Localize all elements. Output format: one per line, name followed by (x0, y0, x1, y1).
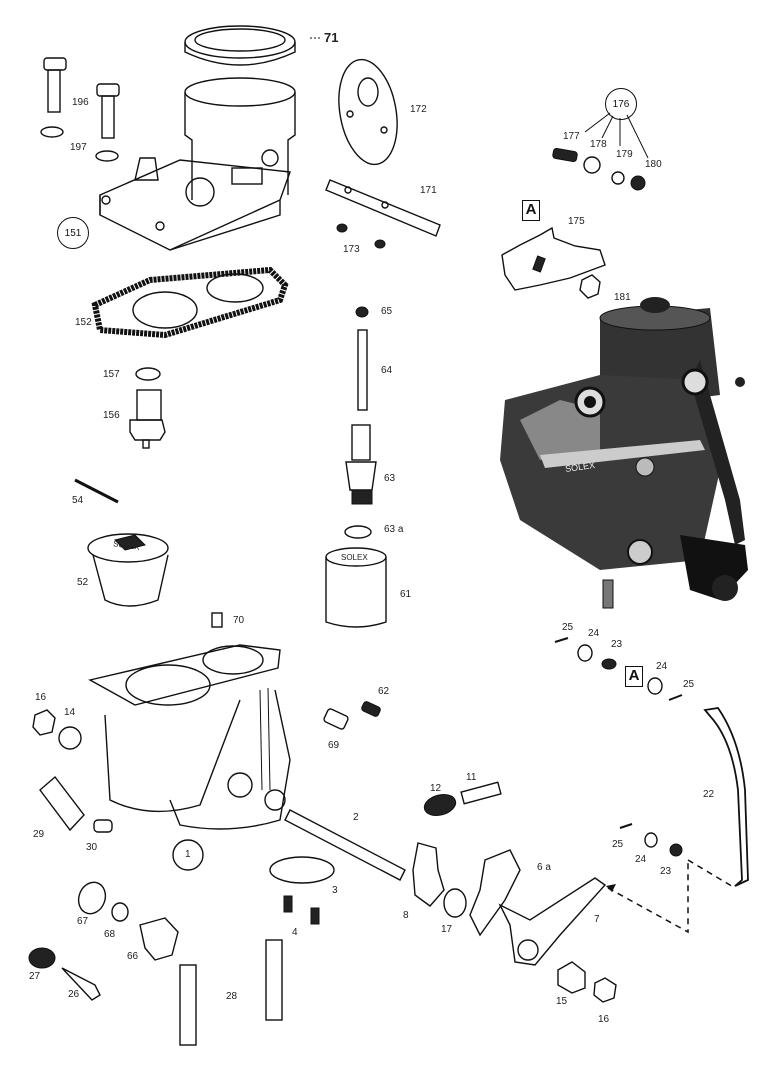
label-173: 173 (343, 244, 360, 255)
linkage-dashed-path (606, 859, 736, 934)
part-152-gasket (91, 266, 289, 339)
label-177: 177 (563, 131, 580, 142)
part-jet-stack (325, 306, 387, 628)
label-24-lower: 24 (635, 854, 647, 865)
label-67: 67 (77, 916, 89, 927)
label-24-upper-right: 24 (656, 661, 668, 672)
label-3: 3 (332, 885, 338, 896)
part-196-screws (40, 57, 120, 162)
part-29-30-clip-screw (39, 775, 113, 833)
part-173-screws (336, 223, 386, 249)
label-172: 172 (410, 104, 427, 115)
label-16-bottom: 16 (598, 1014, 610, 1025)
label-175: 175 (568, 216, 585, 227)
part-171-choke-shaft (325, 179, 441, 237)
part-22-rod (703, 707, 749, 887)
jet-holder-marking: SOLEX (341, 553, 368, 562)
label-26: 26 (68, 989, 80, 1000)
part-4-screws (283, 895, 320, 925)
label-178: 178 (590, 139, 607, 150)
part-16-14-nut-washer (32, 709, 82, 750)
label-63: 63 (384, 473, 396, 484)
label-14: 14 (64, 707, 76, 718)
label-66: 66 (127, 951, 139, 962)
label-23-upper: 23 (611, 639, 623, 650)
label-157: 157 (103, 369, 120, 380)
part-7-throttle-arm (498, 877, 607, 966)
label-64: 64 (381, 365, 393, 376)
callout-box-a-bottom: A (625, 666, 643, 687)
label-6a: 6 a (537, 862, 551, 873)
part-176-kit-lines (552, 112, 649, 191)
part-62-69-screws (323, 701, 381, 730)
part-71-air-intake-ring (184, 25, 322, 66)
label-156: 156 (103, 410, 120, 421)
part-15-16-nuts (557, 961, 617, 1003)
part-54-rod (74, 478, 119, 504)
label-179: 179 (616, 149, 633, 160)
label-62: 62 (378, 686, 390, 697)
part-175-bracket (501, 226, 606, 299)
part-26-27-screw-spring (28, 947, 101, 1001)
part-air-horn-cover (99, 77, 296, 251)
label-180: 180 (645, 159, 662, 170)
part-3-throttle-plate (269, 856, 335, 884)
part-156-157-valve (129, 367, 166, 449)
label-17: 17 (441, 924, 453, 935)
label-29: 29 (33, 829, 45, 840)
label-8: 8 (403, 910, 409, 921)
part-float-chamber-body (88, 644, 291, 830)
label-25-lower: 25 (612, 839, 624, 850)
label-16-top: 16 (35, 692, 47, 703)
part-172-choke-plate (338, 58, 398, 166)
part-1-circle (172, 839, 204, 871)
label-15: 15 (556, 996, 568, 1007)
label-65: 65 (381, 306, 393, 317)
part-6a-lever (469, 849, 521, 937)
label-25-upper-left: 25 (562, 622, 574, 633)
part-70-plug (211, 612, 223, 628)
label-24-upper-left: 24 (588, 628, 600, 639)
label-27: 27 (29, 971, 41, 982)
label-181: 181 (614, 292, 631, 303)
label-71: 71 (324, 30, 339, 45)
part-28-studs (179, 939, 283, 1046)
label-197: 197 (70, 142, 87, 153)
part-8-lever (412, 842, 445, 907)
label-23-lower: 23 (660, 866, 672, 877)
label-22: 22 (703, 789, 715, 800)
part-11-12-spring-screw (423, 781, 502, 817)
label-7: 7 (594, 914, 600, 925)
label-12: 12 (430, 783, 442, 794)
label-69: 69 (328, 740, 340, 751)
carburetor-assembly-photo (500, 297, 748, 609)
label-52: 52 (77, 577, 89, 588)
label-1: 1 (185, 849, 191, 860)
part-52-float (87, 533, 169, 607)
callout-box-a-top: A (522, 200, 540, 221)
label-68: 68 (104, 929, 116, 940)
label-61: 61 (400, 589, 412, 600)
label-176: 176 (605, 88, 637, 120)
part-23-24-25-upper (554, 637, 683, 701)
label-63a: 63 a (384, 524, 404, 535)
label-70: 70 (233, 615, 245, 626)
label-4: 4 (292, 927, 298, 938)
part-66-67-68-plug-set (77, 881, 179, 961)
label-11: 11 (466, 772, 477, 783)
label-196: 196 (72, 97, 89, 108)
label-2: 2 (353, 812, 359, 823)
part-2-throttle-shaft (284, 809, 406, 881)
part-23-24-25-lower (619, 823, 683, 857)
label-54: 54 (72, 495, 84, 506)
label-28: 28 (226, 991, 238, 1002)
label-30: 30 (86, 842, 98, 853)
label-152: 152 (75, 317, 92, 328)
part-17-washer (443, 888, 467, 918)
label-171: 171 (420, 185, 437, 196)
label-151: 151 (57, 217, 89, 249)
label-25-upper-right: 25 (683, 679, 695, 690)
